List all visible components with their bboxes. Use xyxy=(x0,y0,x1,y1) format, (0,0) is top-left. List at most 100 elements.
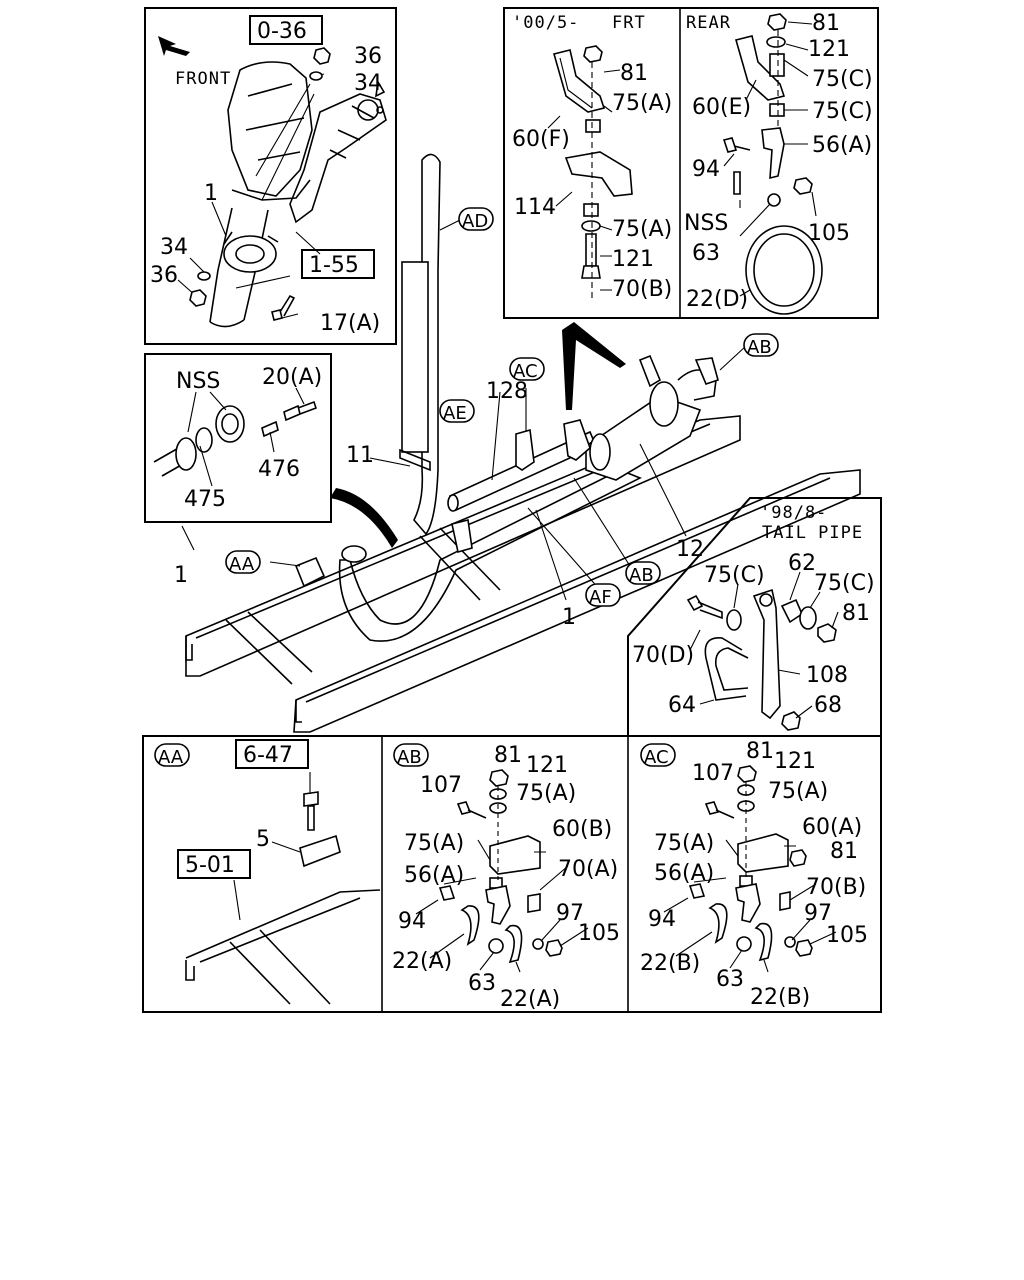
tag-AC[interactable]: AC xyxy=(509,357,545,382)
svg-text:107: 107 xyxy=(420,773,462,798)
svg-text:60(A): 60(A) xyxy=(802,815,862,840)
tag-AA-header[interactable]: AA xyxy=(154,743,190,768)
tag-AF[interactable]: AF xyxy=(585,583,621,608)
svg-text:70(B): 70(B) xyxy=(806,875,866,900)
bolt-icon xyxy=(271,294,296,321)
svg-text:476: 476 xyxy=(258,457,300,482)
svg-text:121: 121 xyxy=(774,749,816,774)
svg-text:70(B): 70(B) xyxy=(612,277,672,302)
bottom-detail-row xyxy=(142,735,882,1013)
svg-text:22(A): 22(A) xyxy=(500,987,560,1012)
svg-text:56(A): 56(A) xyxy=(812,133,872,158)
tag-AE[interactable]: AE xyxy=(439,399,475,424)
svg-text:AA: AA xyxy=(229,554,255,575)
svg-text:121: 121 xyxy=(612,247,654,272)
svg-text:34: 34 xyxy=(354,71,382,96)
washer-icon xyxy=(197,271,211,281)
svg-text:81: 81 xyxy=(842,601,870,626)
svg-text:75(A): 75(A) xyxy=(516,781,576,806)
svg-text:0-36: 0-36 xyxy=(257,19,307,44)
svg-text:63: 63 xyxy=(692,241,720,266)
svg-text:97: 97 xyxy=(556,901,584,926)
svg-text:36: 36 xyxy=(354,44,382,69)
svg-text:NSS: NSS xyxy=(684,211,728,236)
svg-text:1: 1 xyxy=(204,181,218,206)
svg-text:70(D): 70(D) xyxy=(632,643,694,668)
svg-text:REAR: REAR xyxy=(686,13,731,33)
svg-text:97: 97 xyxy=(804,901,832,926)
front-label: FRONT xyxy=(175,69,231,89)
svg-text:75(C): 75(C) xyxy=(814,571,875,596)
svg-text:22(B): 22(B) xyxy=(750,985,810,1010)
svg-text:75(A): 75(A) xyxy=(768,779,828,804)
svg-text:75(A): 75(A) xyxy=(404,831,464,856)
ref-box-5-01[interactable] xyxy=(177,849,251,879)
svg-text:105: 105 xyxy=(826,923,868,948)
bracket-detail: '00/5- FRT REAR 81 75(A) 60(F) 114 75(A)… xyxy=(503,7,879,319)
engine-downpipe-detail: FRONT 0-36 1-55 36 34 1 34 xyxy=(144,7,397,345)
svg-text:60(B): 60(B) xyxy=(552,817,612,842)
svg-text:5: 5 xyxy=(256,827,270,852)
svg-text:'98/8-: '98/8- xyxy=(760,503,827,523)
ref-box-6-47[interactable] xyxy=(235,739,309,769)
svg-text:105: 105 xyxy=(578,921,620,946)
tag-AB[interactable]: AB xyxy=(743,333,779,358)
svg-text:94: 94 xyxy=(398,909,426,934)
svg-text:75(C): 75(C) xyxy=(812,67,873,92)
svg-text:22(A): 22(A) xyxy=(392,949,452,974)
svg-text:AB: AB xyxy=(397,747,422,768)
svg-text:81: 81 xyxy=(620,61,648,86)
svg-text:1: 1 xyxy=(562,605,576,630)
svg-text:128: 128 xyxy=(486,379,528,404)
svg-text:'00/5-: '00/5- xyxy=(512,13,579,33)
svg-text:107: 107 xyxy=(692,761,734,786)
tag-AD[interactable]: AD xyxy=(458,207,494,232)
ref-box-1-55[interactable] xyxy=(301,249,375,279)
svg-text:81: 81 xyxy=(830,839,858,864)
svg-text:AD: AD xyxy=(462,211,488,232)
washer-icon xyxy=(309,71,323,81)
svg-text:94: 94 xyxy=(648,907,676,932)
svg-text:81: 81 xyxy=(812,11,840,36)
svg-text:AF: AF xyxy=(589,587,612,608)
svg-text:11: 11 xyxy=(346,443,374,468)
tag-AB-header[interactable]: AB xyxy=(393,743,429,768)
svg-text:20(A): 20(A) xyxy=(262,365,322,390)
svg-text:AC: AC xyxy=(513,361,538,382)
svg-text:5-01: 5-01 xyxy=(185,853,235,878)
svg-text:1-55: 1-55 xyxy=(309,253,359,278)
svg-text:121: 121 xyxy=(526,753,568,778)
svg-text:70(A): 70(A) xyxy=(558,857,618,882)
svg-text:22(B): 22(B) xyxy=(640,951,700,976)
svg-text:6-47: 6-47 xyxy=(243,743,293,768)
tag-AA[interactable]: AA xyxy=(225,550,261,575)
detail-AC: AC 81 121 107 75(A) 75(A) 60(A) 81 56(A)… xyxy=(640,739,868,1010)
svg-text:75(A): 75(A) xyxy=(612,217,672,242)
svg-text:FRT: FRT xyxy=(612,13,646,33)
svg-text:22(D): 22(D) xyxy=(686,287,748,312)
svg-text:94: 94 xyxy=(692,157,720,182)
ref-box-0-36[interactable] xyxy=(249,15,323,45)
svg-text:75(A): 75(A) xyxy=(612,91,672,116)
svg-text:68: 68 xyxy=(814,693,842,718)
svg-text:AE: AE xyxy=(443,403,467,424)
svg-text:12: 12 xyxy=(676,537,704,562)
detail-AA: AA 6-47 5-01 5 xyxy=(154,739,381,1005)
svg-text:AB: AB xyxy=(629,565,654,586)
svg-text:63: 63 xyxy=(716,967,744,992)
svg-text:AA: AA xyxy=(158,747,184,768)
svg-text:64: 64 xyxy=(668,693,696,718)
svg-text:56(A): 56(A) xyxy=(404,863,464,888)
tag-AC-header[interactable]: AC xyxy=(640,743,676,768)
main-exhaust-view: AD AE AC AB AB AF AA 128 11 12 1 xyxy=(185,153,861,733)
tag-AB-lower[interactable]: AB xyxy=(625,561,661,586)
tailpipe-detail: '98/8- TAIL PIPE 75(C) 62 75(C) 81 70(D)… xyxy=(627,497,882,737)
svg-text:TAIL PIPE: TAIL PIPE xyxy=(762,523,863,543)
svg-text:AC: AC xyxy=(644,747,669,768)
svg-text:81: 81 xyxy=(746,739,774,764)
svg-text:114: 114 xyxy=(514,195,556,220)
svg-text:63: 63 xyxy=(468,971,496,996)
detail-AB: AB 81 121 107 75(A) 60(B) 75(A) 56(A) 70… xyxy=(392,743,620,1012)
svg-text:62: 62 xyxy=(788,551,816,576)
